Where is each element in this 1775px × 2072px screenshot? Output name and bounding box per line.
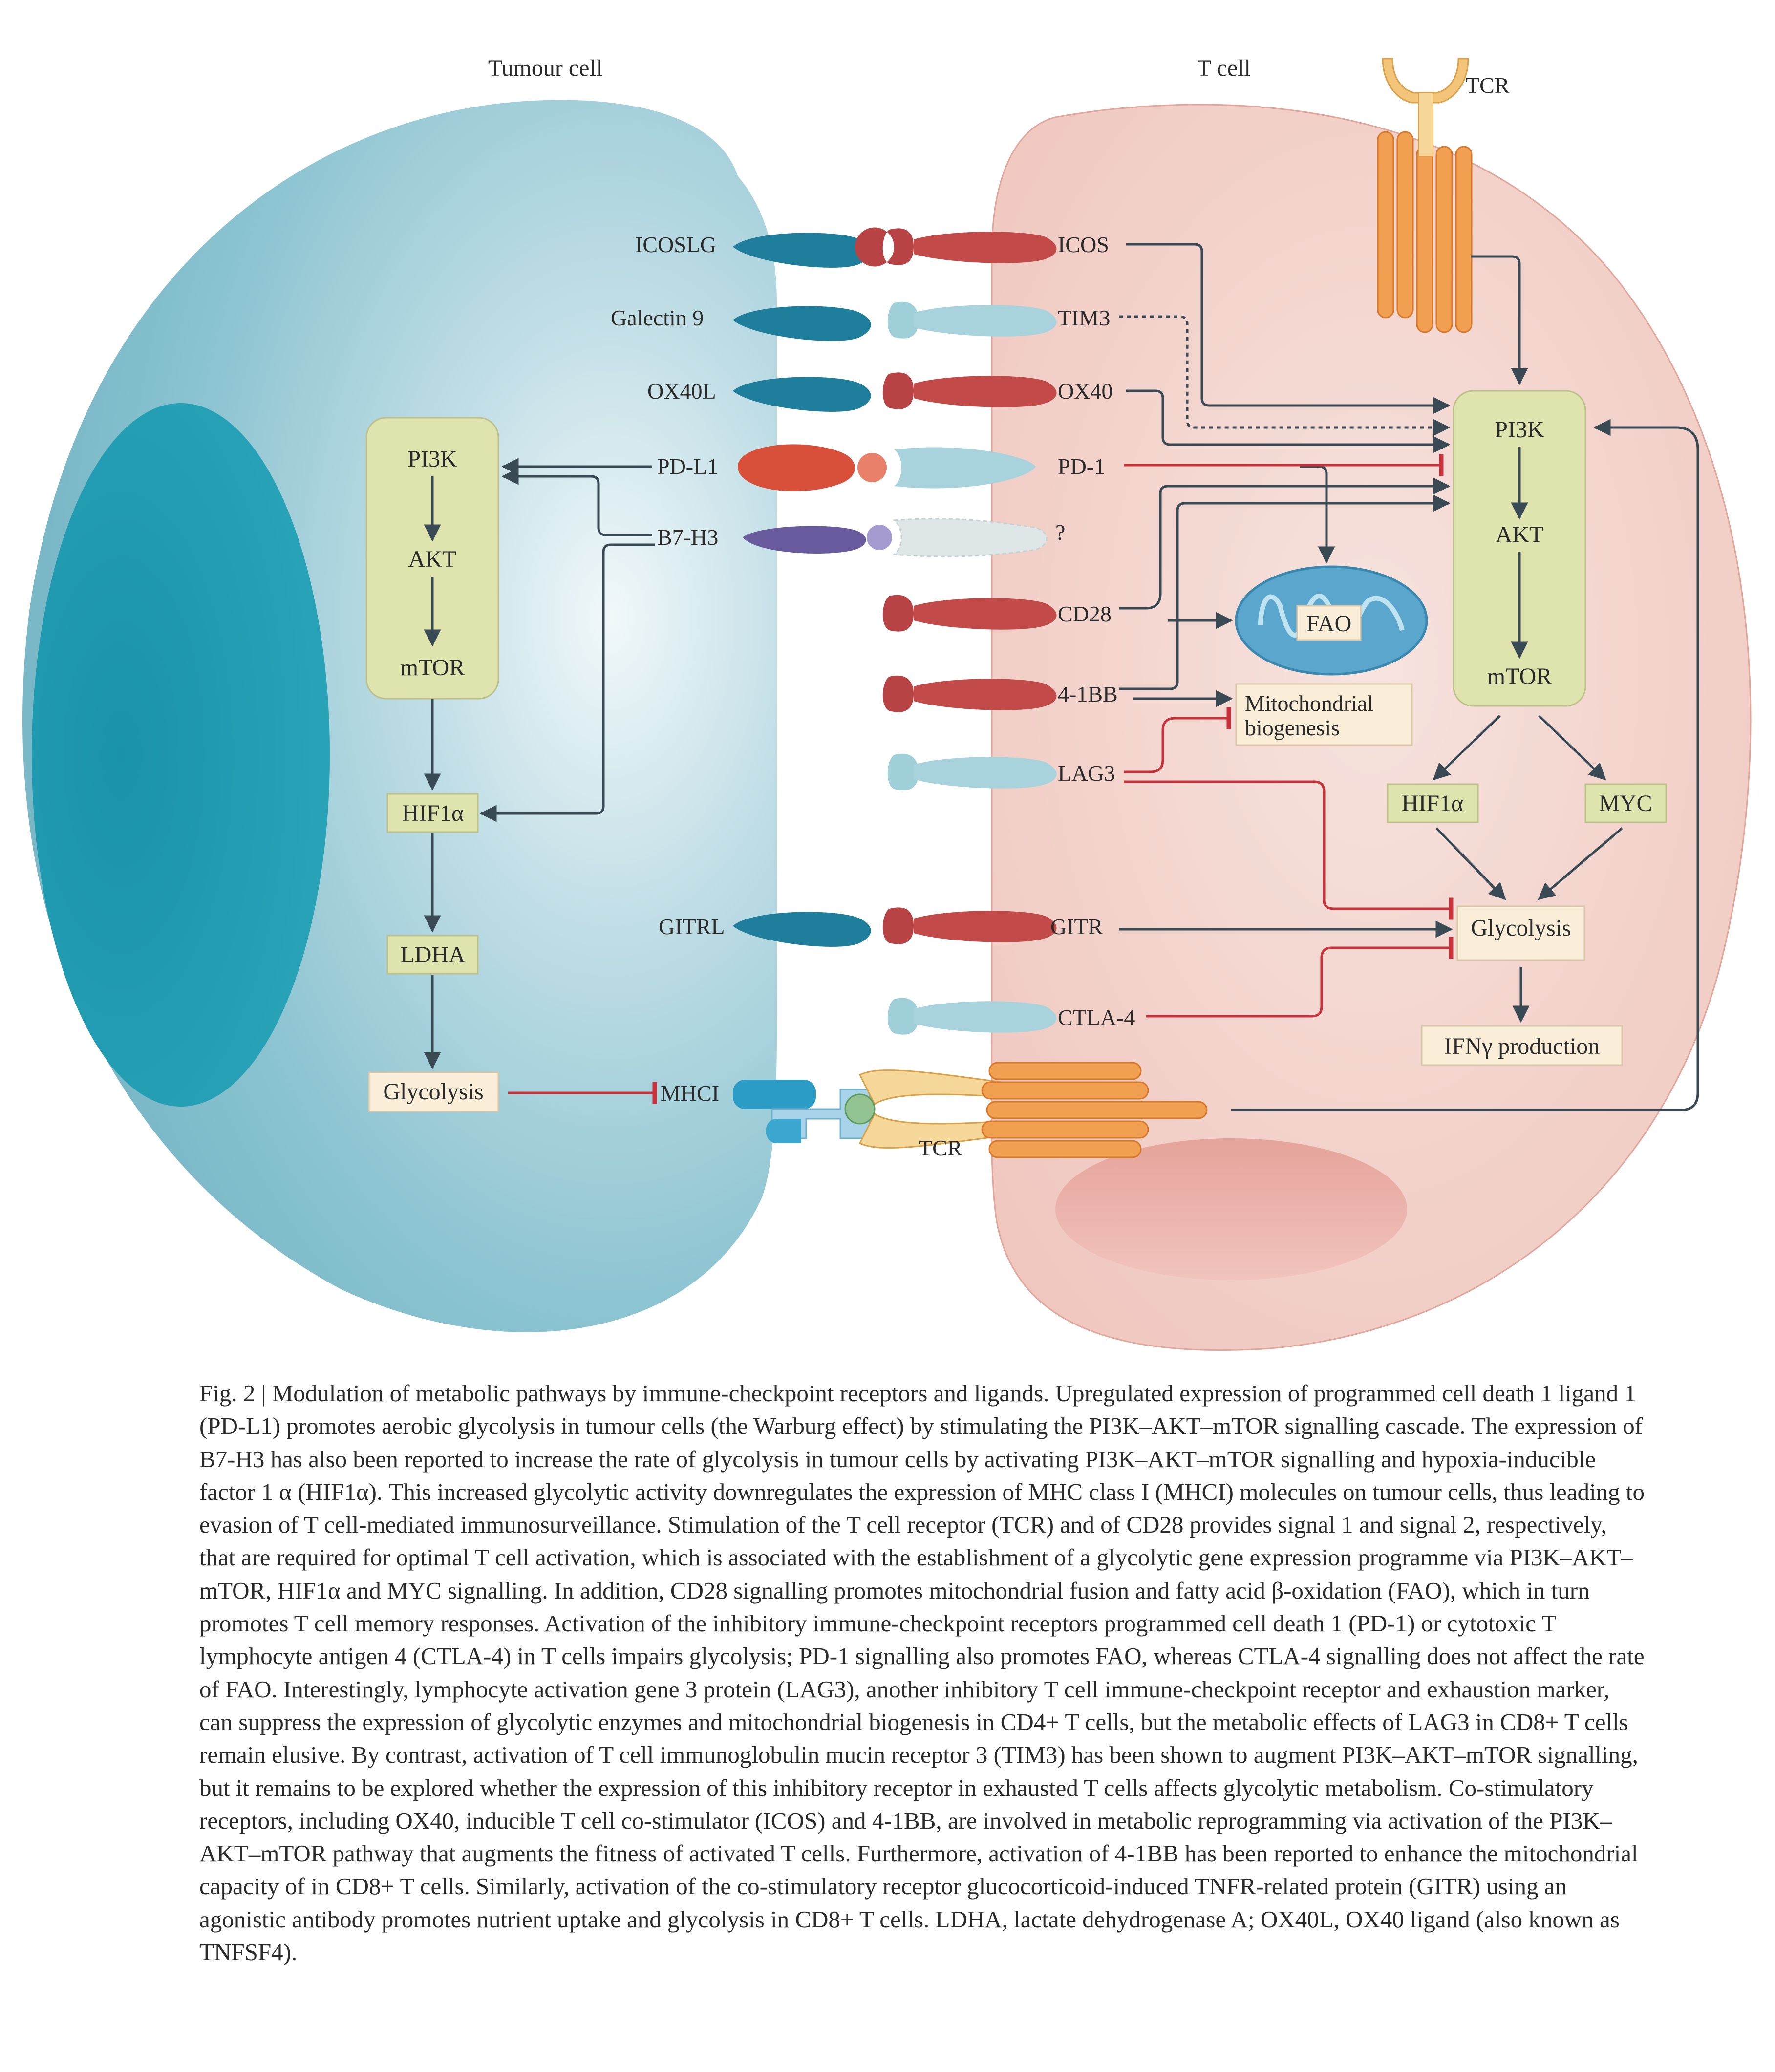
galectin9-tim3-pair: Galectin 9 TIM3	[611, 301, 1110, 341]
receptor-label-ctla4: CTLA-4	[1058, 1005, 1135, 1030]
ligand-label-b7h3: B7-H3	[657, 525, 718, 550]
receptor-label-icos: ICOS	[1058, 232, 1109, 257]
inhibition-lines	[508, 454, 1454, 1104]
tim3-dashed-arrow	[1119, 315, 1451, 436]
pdl1-pd1-pair: PD-L1 PD-1	[657, 444, 1105, 491]
ligand-label-galectin9: Galectin 9	[611, 305, 704, 330]
ligand-label-ox40l: OX40L	[647, 379, 716, 404]
4-1bb-receptor: 4-1BB	[882, 675, 1118, 712]
receptor-label-41bb: 4-1BB	[1058, 682, 1118, 706]
lag3-receptor: LAG3	[887, 753, 1115, 790]
ligand-label-gitrl: GITRL	[659, 914, 725, 939]
caption-body: Upregulated expression of programmed cel…	[199, 1380, 1645, 1966]
tcell-pathway: PI3K AKT mTOR HIF1α MYC Glycolysis IFNγ …	[1235, 390, 1667, 1066]
tcell-mtor: mTOR	[1487, 663, 1552, 689]
tumour-nucleus	[32, 403, 330, 1107]
receptor-label-gitr: GITR	[1050, 914, 1103, 939]
activation-arrows	[424, 243, 1699, 1111]
tumour-akt: AKT	[408, 546, 457, 572]
cd28-receptor: CD28	[882, 595, 1112, 632]
tcell-pi3k: PI3K	[1495, 417, 1544, 443]
tcell-mito-line2: biogenesis	[1245, 715, 1340, 740]
immune-checkpoint-metabolism-diagram: Tumour cell T cell TCR ICOSLG ICOS Galec…	[22, 55, 1752, 1351]
receptor-label-lag3: LAG3	[1058, 761, 1115, 786]
receptor-label-ox40: OX40	[1058, 379, 1112, 404]
tcell-pi3k-akt-mtor-box	[1453, 390, 1586, 707]
ligand-label-mhci: MHCI	[661, 1081, 719, 1106]
tumour-glycolysis: Glycolysis	[383, 1079, 483, 1105]
tcr-bottom-label: TCR	[919, 1135, 962, 1160]
icoslg-icos-pair: ICOSLG ICOS	[635, 227, 1109, 268]
mhci-tcr-complex: MHCI TCR	[661, 1062, 1208, 1160]
tcell-mito-line1: Mitochondrial	[1245, 691, 1373, 716]
tumour-pi3k: PI3K	[407, 446, 457, 472]
tumour-hif1a: HIF1α	[402, 800, 464, 826]
tcell-nucleus	[1055, 1138, 1407, 1280]
tumour-cell-title: Tumour cell	[488, 55, 602, 81]
tcell-title: T cell	[1197, 55, 1251, 81]
gitrl-gitr-pair: GITRL GITR	[659, 907, 1103, 947]
tumour-pathway: PI3K AKT mTOR HIF1α LDHA Glycolysis	[365, 417, 499, 1112]
tcell-myc: MYC	[1599, 790, 1652, 816]
ligand-label-pdl1: PD-L1	[657, 454, 718, 479]
tumour-ldha: LDHA	[400, 942, 466, 968]
ox40l-ox40-pair: OX40L OX40	[647, 372, 1112, 412]
receptor-label-unknown: ?	[1055, 520, 1065, 545]
tcr-top-complex: TCR	[1377, 58, 1510, 333]
tcell-hif1a: HIF1α	[1402, 790, 1464, 816]
ctla4-receptor: CTLA-4	[887, 998, 1135, 1035]
tcell-fao: FAO	[1306, 611, 1351, 637]
receptor-label-pd1: PD-1	[1058, 454, 1105, 479]
caption-figure-title: Fig. 2 | Modulation of metabolic pathway…	[199, 1380, 1049, 1407]
ligand-label-icoslg: ICOSLG	[635, 232, 716, 257]
receptor-label-cd28: CD28	[1058, 601, 1112, 626]
tumour-mtor: mTOR	[400, 655, 465, 681]
b7h3-unknown-pair: B7-H3 ?	[657, 518, 1065, 557]
figure-caption: Fig. 2 | Modulation of metabolic pathway…	[199, 1377, 1646, 1968]
tcr-top-label: TCR	[1466, 73, 1510, 98]
tcell-glycolysis: Glycolysis	[1471, 915, 1571, 941]
receptor-label-tim3: TIM3	[1058, 305, 1110, 330]
tcell-akt: AKT	[1496, 522, 1544, 548]
tcell-ifng: IFNγ production	[1444, 1033, 1600, 1059]
